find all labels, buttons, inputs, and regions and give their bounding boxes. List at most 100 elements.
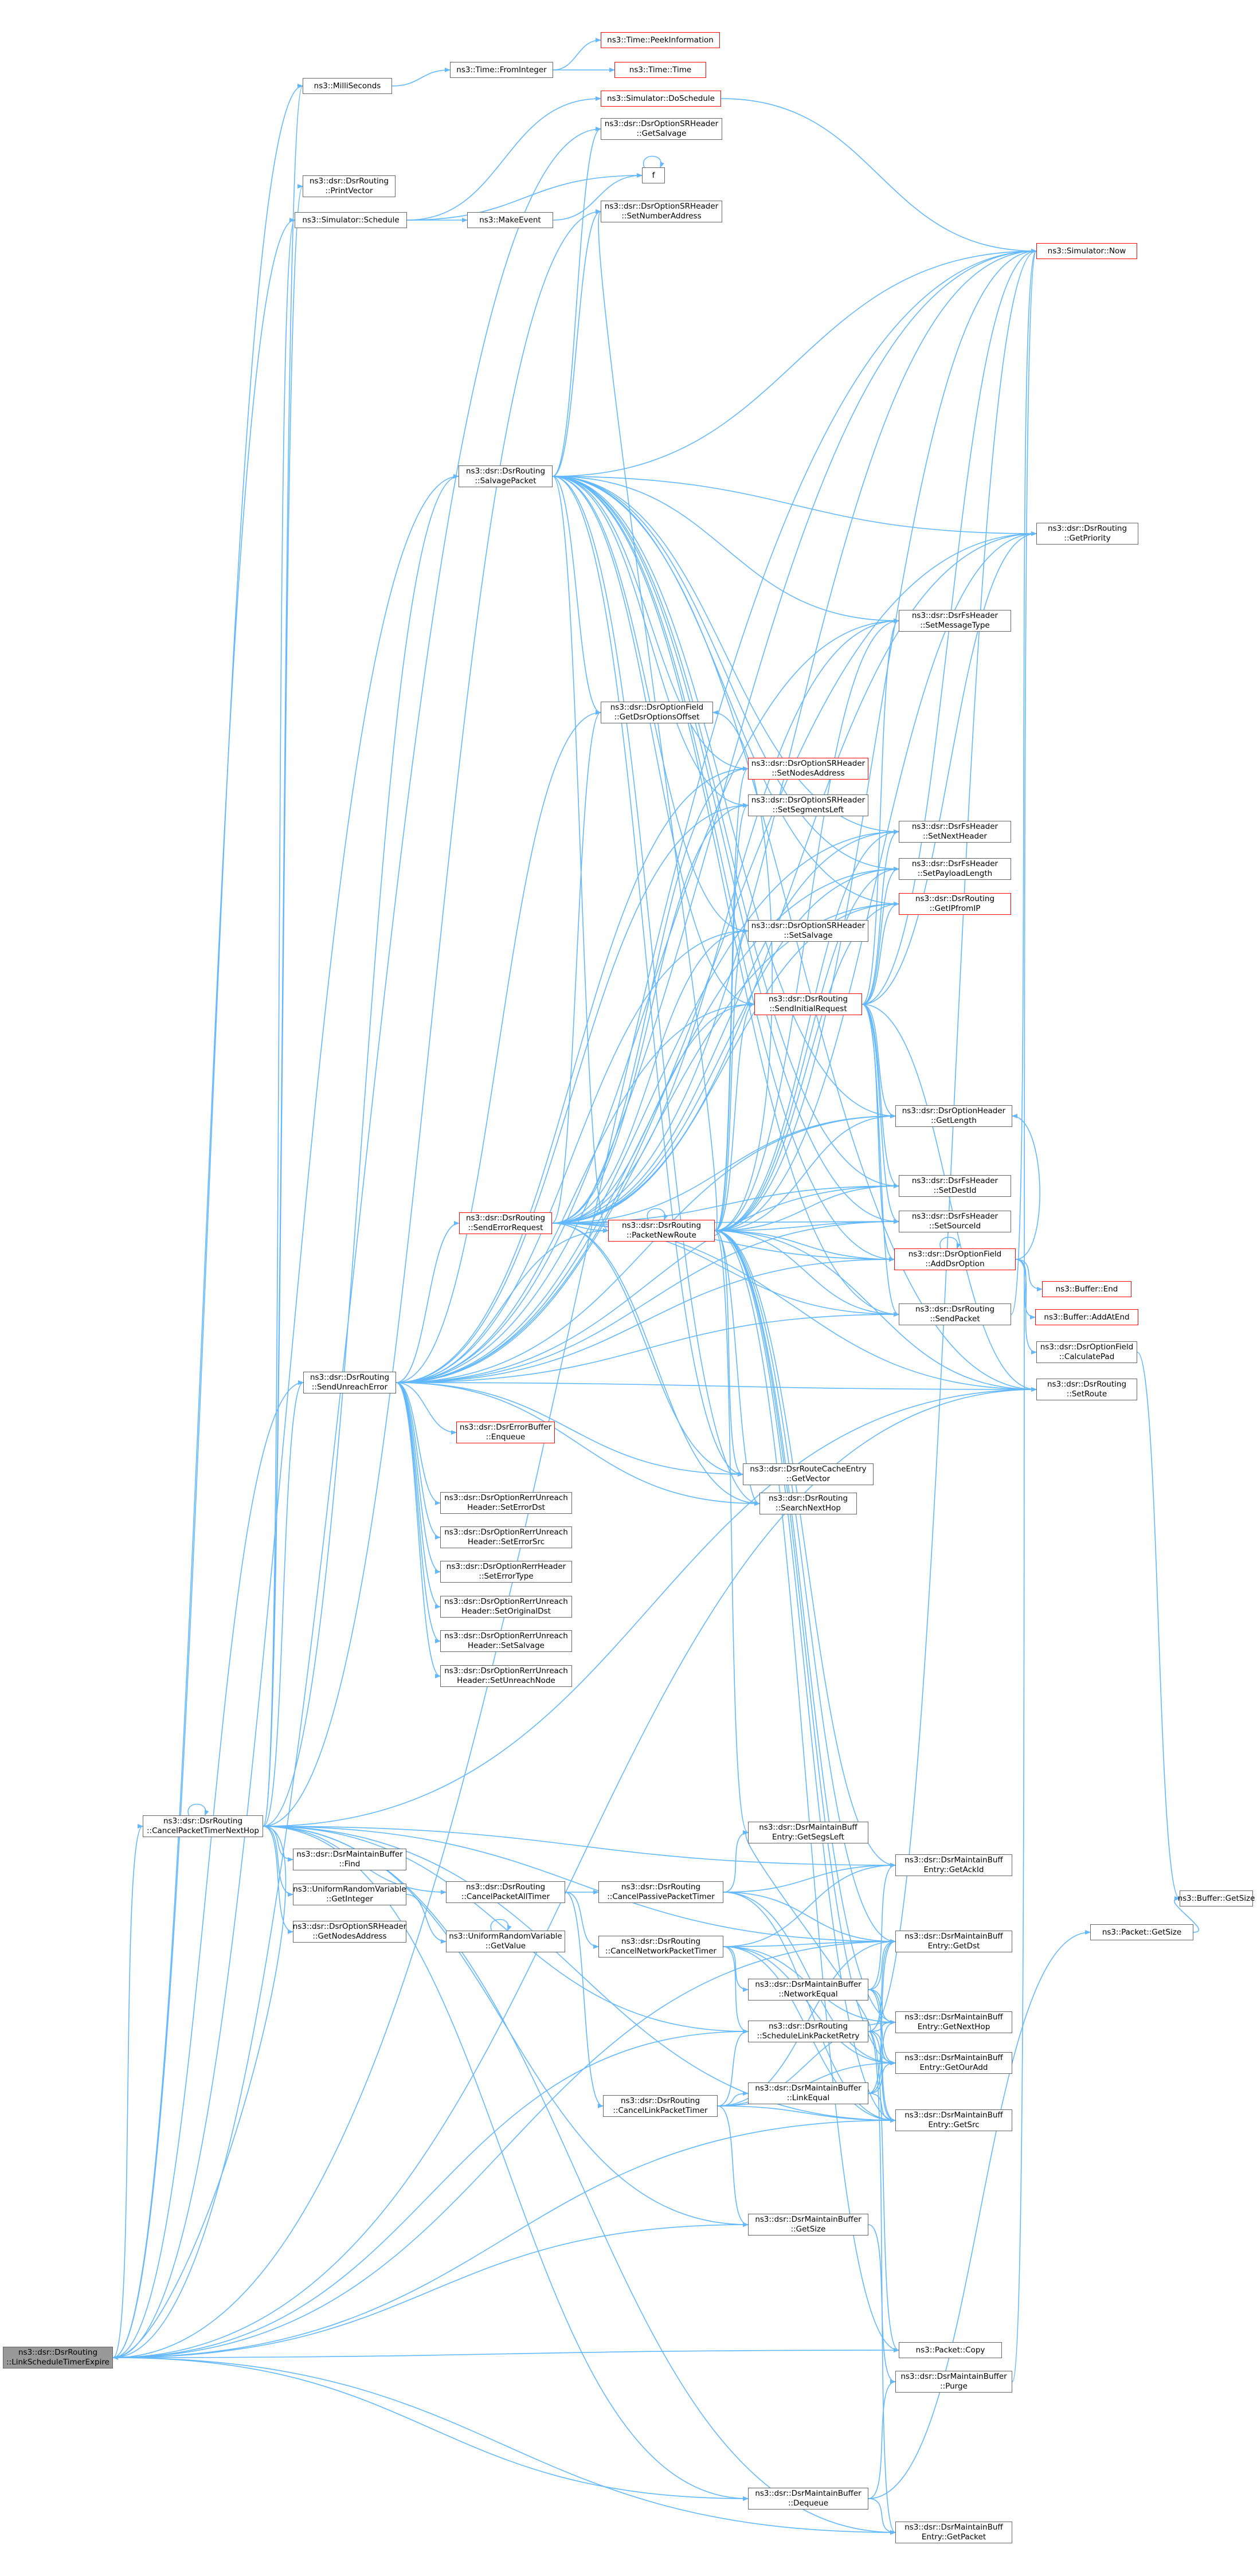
node-f[interactable]: f: [642, 167, 665, 183]
node-label-line2: ::PrintVector: [325, 186, 373, 195]
edge-cancelNext-to-cancelNext: [187, 1803, 209, 1816]
node-set-dest-id[interactable]: ns3::dsr::DsrFsHeader::SetDestId: [899, 1175, 1011, 1197]
node-send-err-req[interactable]: ns3::dsr::DsrRouting::SendErrorRequest: [459, 1212, 552, 1234]
edge-sendUnreach-to-setErrDst: [395, 1382, 441, 1505]
node-set-err-type[interactable]: ns3::dsr::DsrOptionRerrHeader::SetErrorT…: [440, 1561, 572, 1583]
node-pkt-get-size[interactable]: ns3::Packet::GetSize: [1090, 1924, 1193, 1940]
node-send-unreach[interactable]: ns3::dsr::DsrRouting::SendUnreachError: [303, 1372, 396, 1393]
node-send-init[interactable]: ns3::dsr::DsrRouting::SendInitialRequest: [754, 993, 862, 1015]
node-add-opt[interactable]: ns3::dsr::DsrOptionField::AddDsrOption: [894, 1248, 1016, 1270]
node-set-num-addr[interactable]: ns3::dsr::DsrOptionSRHeader::SetNumberAd…: [601, 201, 722, 222]
node-milli[interactable]: ns3::MilliSeconds: [303, 78, 392, 94]
node-calc-pad[interactable]: ns3::dsr::DsrOptionField::CalculatePad: [1036, 1341, 1137, 1363]
node-mb-get-size[interactable]: ns3::dsr::DsrMaintainBuffer::GetSize: [748, 2214, 868, 2236]
node-buf-add-at-end[interactable]: ns3::Buffer::AddAtEnd: [1035, 1309, 1138, 1325]
edge-sendUnreach-to-getOptOff: [395, 710, 601, 1383]
edge-pktNewRoute-to-addOpt: [714, 1230, 895, 1262]
edge-sendErrReq-to-setNodesAddr: [551, 766, 749, 1224]
node-send-packet[interactable]: ns3::dsr::DsrRouting::SendPacket: [899, 1303, 1011, 1325]
edge-salvage-to-setPayLen: [552, 476, 899, 871]
node-label-line1: ns3::dsr::DsrRouteCacheEntry: [750, 1465, 867, 1474]
edge-sendUnreach-to-errEnqueue: [395, 1382, 457, 1435]
node-cancel-next[interactable]: ns3::dsr::DsrRouting::CancelPacketTimerN…: [143, 1815, 263, 1837]
node-time-time[interactable]: ns3::Time::Time: [614, 62, 706, 78]
node-peek[interactable]: ns3::Time::PeekInformation: [601, 32, 720, 48]
node-sched-link-retry[interactable]: ns3::dsr::DsrRouting::ScheduleLinkPacket…: [748, 2021, 868, 2042]
node-set-next-hdr[interactable]: ns3::dsr::DsrFsHeader::SetNextHeader: [899, 821, 1011, 843]
node-cancel-all[interactable]: ns3::dsr::DsrRouting::CancelPacketAllTim…: [446, 1881, 565, 1903]
node-root[interactable]: ns3::dsr::DsrRouting::LinkScheduleTimerE…: [3, 2347, 113, 2368]
node-print-vec[interactable]: ns3::dsr::DsrRouting::PrintVector: [303, 175, 395, 197]
node-urv-get-val[interactable]: ns3::UniformRandomVariable::GetValue: [446, 1931, 565, 1952]
node-rce-get-vec[interactable]: ns3::dsr::DsrRouteCacheEntry::GetVector: [743, 1463, 874, 1485]
node-set-pay-len[interactable]: ns3::dsr::DsrFsHeader::SetPayloadLength: [899, 858, 1011, 880]
node-get-length[interactable]: ns3::dsr::DsrOptionHeader::GetLength: [895, 1105, 1012, 1127]
node-urv-get-int[interactable]: ns3::UniformRandomVariable::GetInteger: [293, 1884, 406, 1905]
edge-sendInit-to-getIpFrom: [862, 902, 899, 1005]
node-set-nodes-addr[interactable]: ns3::dsr::DsrOptionSRHeader::SetNodesAdd…: [748, 758, 868, 780]
node-sim-sched[interactable]: ns3::Simulator::Schedule: [295, 212, 407, 228]
edge-cancelAll-to-cancelLink: [565, 1892, 604, 2108]
node-set-src-id[interactable]: ns3::dsr::DsrFsHeader::SetSourceId: [899, 1211, 1011, 1232]
node-pkt-copy[interactable]: ns3::Packet::Copy: [899, 2342, 1002, 2358]
node-salvage[interactable]: ns3::dsr::DsrRouting::SalvagePacket: [459, 465, 553, 487]
node-cancel-passive[interactable]: ns3::dsr::DsrRouting::CancelPassivePacke…: [598, 1881, 723, 1903]
node-search-next[interactable]: ns3::dsr::DsrRouting::SearchNextHop: [759, 1493, 857, 1514]
node-pkt-new-route[interactable]: ns3::dsr::DsrRouting::PacketNewRoute: [608, 1220, 715, 1242]
node-get-nodes-addr[interactable]: ns3::dsr::DsrOptionSRHeader::GetNodesAdd…: [293, 1921, 406, 1943]
node-label-line2: ::CancelPacketAllTimer: [461, 1892, 550, 1901]
edge-sendErrReq-to-setSalvage: [551, 929, 749, 1224]
edge-cancelNet-to-getOurAdd: [723, 1946, 896, 2065]
node-label-line1: ns3::dsr::DsrRouting: [163, 1816, 243, 1826]
edge-root-to-mbGetSize: [112, 2222, 749, 2358]
node-link-equal[interactable]: ns3::dsr::DsrMaintainBuffer::LinkEqual: [748, 2082, 868, 2104]
node-get-ip-from[interactable]: ns3::dsr::DsrRouting::GetIPfromIP: [899, 893, 1011, 915]
node-label-line1: ns3::Simulator::DoSchedule: [607, 93, 715, 103]
node-buf-get-size[interactable]: ns3::Buffer::GetSize: [1178, 1890, 1255, 1906]
node-make-event[interactable]: ns3::MakeEvent: [467, 212, 553, 228]
node-net-equal[interactable]: ns3::dsr::DsrMaintainBuffer::NetworkEqua…: [748, 1979, 868, 2000]
node-from-int[interactable]: ns3::Time::FromInteger: [450, 62, 553, 78]
node-set-route[interactable]: ns3::dsr::DsrRouting::SetRoute: [1036, 1379, 1137, 1400]
node-get-opt-off[interactable]: ns3::dsr::DsrOptionField::GetDsrOptionsO…: [601, 702, 713, 723]
node-label-line1: ns3::dsr::DsrRouting: [1047, 524, 1127, 533]
node-mb-purge[interactable]: ns3::dsr::DsrMaintainBuffer::Purge: [895, 2371, 1012, 2393]
edge-sendUnreach-to-setSegLeft: [395, 803, 749, 1383]
edge-pktNewRoute-to-setSrcId: [714, 1219, 899, 1231]
node-set-seg-left[interactable]: ns3::dsr::DsrOptionSRHeader::SetSegments…: [748, 794, 868, 816]
node-label-line2: ::SetNextHeader: [923, 832, 987, 841]
edge-root-to-getPacket: [112, 2357, 896, 2535]
node-get-salvage[interactable]: ns3::dsr::DsrOptionSRHeader::GetSalvage: [601, 118, 722, 140]
edge-cancelNext-to-setNumAddr: [263, 209, 601, 1827]
edge-salvage-to-addOpt: [552, 476, 895, 1262]
node-set-salvage[interactable]: ns3::dsr::DsrOptionSRHeader::SetSalvage: [748, 920, 868, 942]
node-label-line1: ns3::Buffer::End: [1055, 1284, 1118, 1294]
node-label-line1: ns3::Simulator::Schedule: [302, 215, 400, 225]
node-mb-dequeue[interactable]: ns3::dsr::DsrMaintainBuffer::Dequeue: [748, 2488, 868, 2510]
node-sim-now[interactable]: ns3::Simulator::Now: [1036, 243, 1137, 259]
node-buf-end[interactable]: ns3::Buffer::End: [1042, 1281, 1131, 1297]
node-mb-find[interactable]: ns3::dsr::DsrMaintainBuffer::Find: [293, 1849, 406, 1870]
node-err-enqueue[interactable]: ns3::dsr::DsrErrorBuffer::Enqueue: [456, 1422, 555, 1443]
node-do-sched[interactable]: ns3::Simulator::DoSchedule: [601, 91, 721, 107]
node-label-line1: ns3::dsr::DsrOptionSRHeader: [751, 796, 866, 805]
node-set-msg-type[interactable]: ns3::dsr::DsrFsHeader::SetMessageType: [899, 610, 1011, 632]
node-cancel-link[interactable]: ns3::dsr::DsrRouting::CancelLinkPacketTi…: [603, 2095, 718, 2117]
node-label-line1: ns3::dsr::DsrRouting: [465, 1882, 546, 1892]
edge-pktNewRoute-to-sendPacket: [714, 1230, 899, 1317]
node-get-prio[interactable]: ns3::dsr::DsrRouting::GetPriority: [1036, 523, 1138, 545]
edge-cancelNext-to-sendUnreach: [263, 1380, 304, 1827]
node-cancel-net[interactable]: ns3::dsr::DsrRouting::CancelNetworkPacke…: [598, 1936, 723, 1958]
